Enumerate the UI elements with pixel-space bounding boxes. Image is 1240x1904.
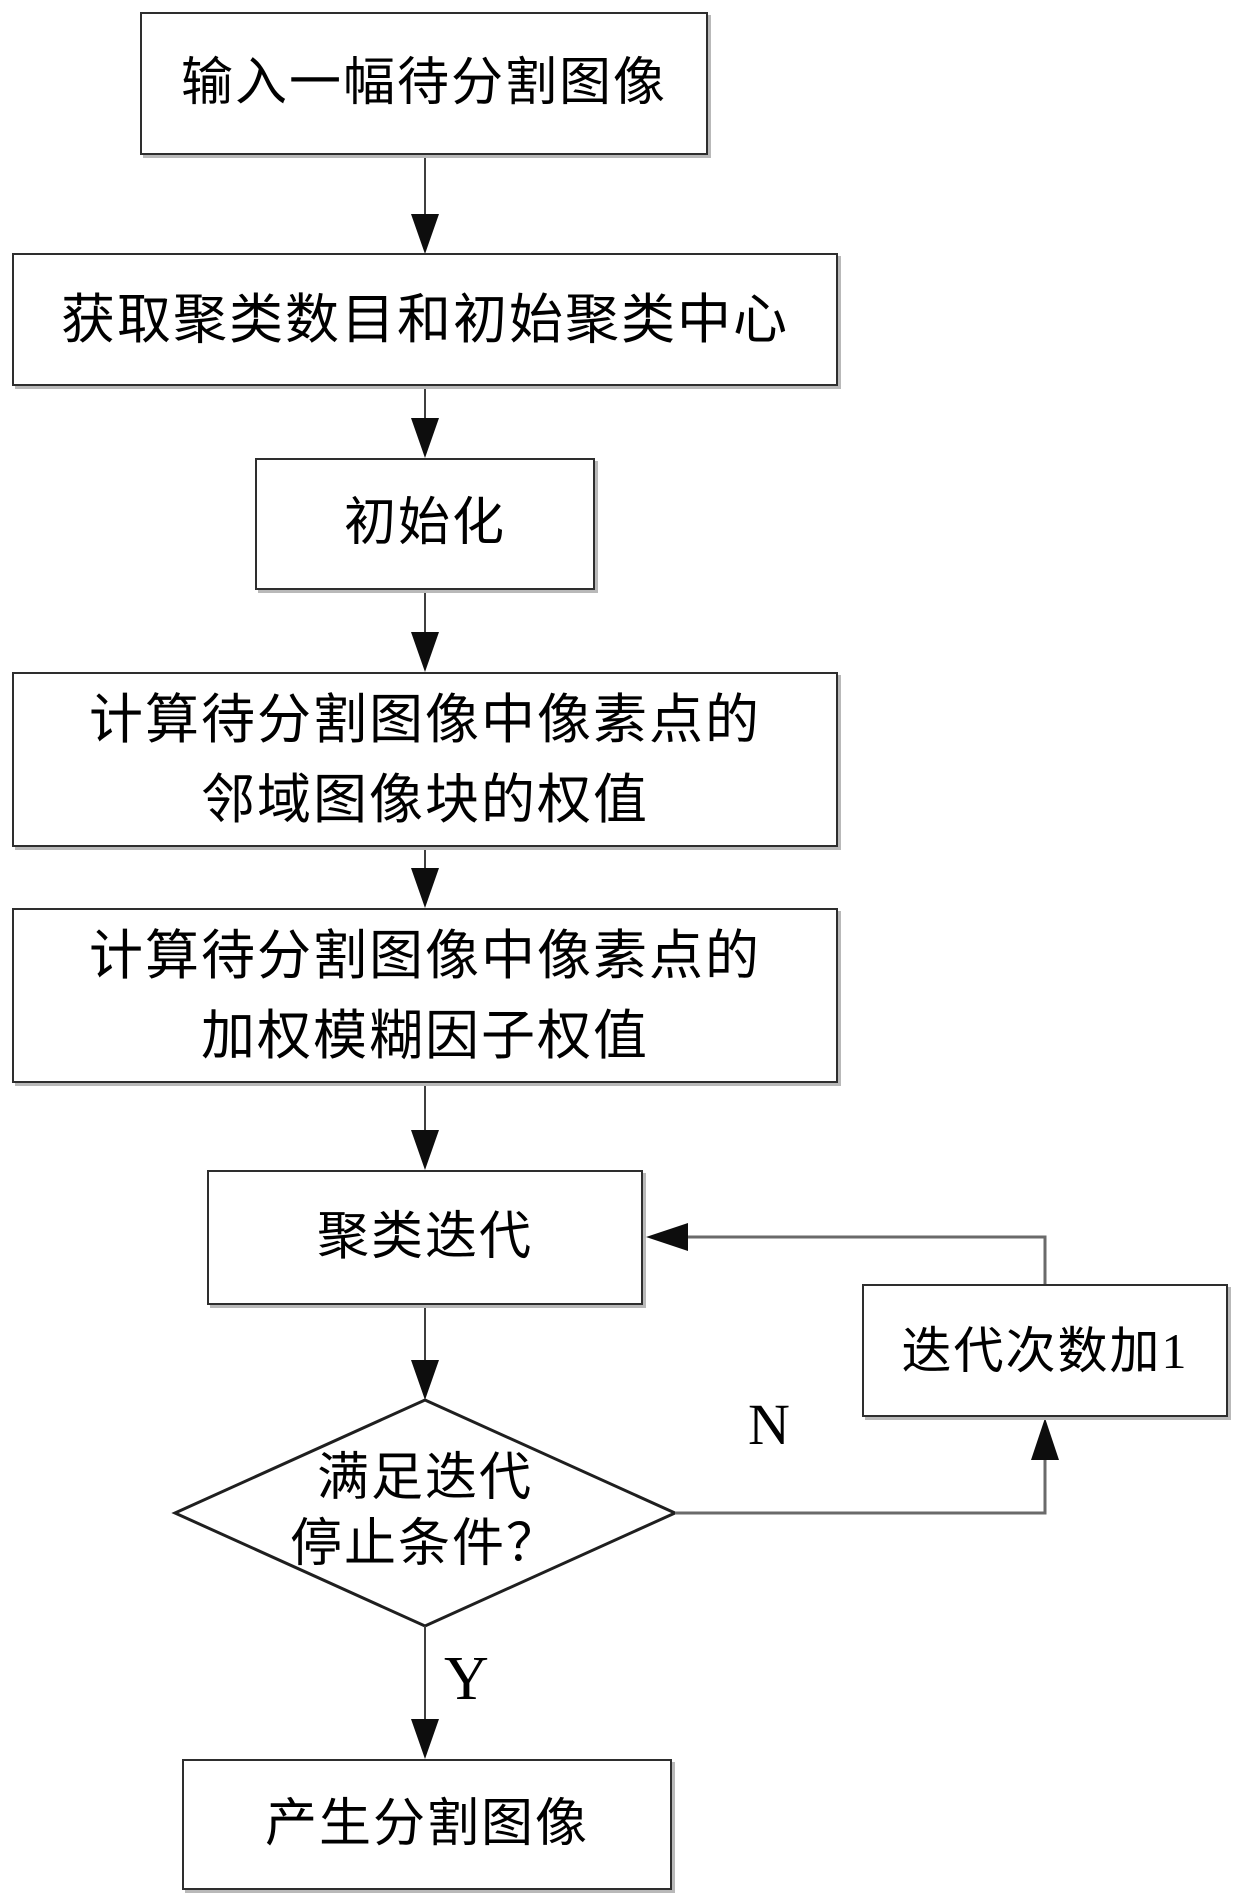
arrowhead-down-icon [411, 418, 439, 458]
arrowhead-down-icon [411, 214, 439, 254]
arrow-input-to-acquire [411, 155, 439, 254]
arrow-fuzzy-to-cluster [411, 1083, 439, 1170]
arrowhead-left-icon [646, 1223, 688, 1251]
arrowhead-down-icon [411, 632, 439, 672]
node-acquire-clusters-label: 获取聚类数目和初始聚类中心 [61, 289, 789, 350]
node-patch-weight-line2: 邻域图像块的权值 [201, 769, 649, 830]
node-output-image-label: 产生分割图像 [264, 1795, 589, 1853]
arrowhead-down-icon [411, 1360, 439, 1400]
arrow-patch-to-fuzzy [411, 847, 439, 908]
arrowhead-up-icon [1031, 1418, 1059, 1460]
node-decision-line1: 满足迭代 [316, 1450, 533, 1507]
node-decision-label: 满足迭代 停止条件？ [225, 1446, 625, 1578]
node-output-image: 产生分割图像 [182, 1759, 672, 1890]
node-fuzzy-factor-weight-line2: 加权模糊因子权值 [201, 1005, 649, 1066]
arrow-init-to-patch-weight [411, 590, 439, 672]
feedback-path [646, 1223, 1047, 1284]
node-decision-line2: 停止条件？ [289, 1516, 560, 1573]
node-acquire-clusters: 获取聚类数目和初始聚类中心 [12, 253, 838, 386]
arrowhead-down-icon [411, 868, 439, 908]
node-fuzzy-factor-weight-line1: 计算待分割图像中像素点的 [89, 925, 761, 986]
arrow-cluster-to-decision [411, 1305, 439, 1400]
node-cluster-iteration-label: 聚类迭代 [316, 1208, 533, 1266]
edge-label-yes: Y [444, 1645, 489, 1713]
node-initialize-label: 初始化 [343, 495, 506, 552]
node-cluster-iteration: 聚类迭代 [207, 1170, 643, 1305]
node-increment-iteration-label: 迭代次数加1 [901, 1322, 1189, 1379]
arrow-acquire-to-init [411, 386, 439, 458]
node-initialize: 初始化 [255, 458, 595, 590]
node-patch-weight: 计算待分割图像中像素点的 邻域图像块的权值 [12, 672, 838, 847]
node-increment-iteration: 迭代次数加1 [862, 1284, 1228, 1417]
node-patch-weight-line1: 计算待分割图像中像素点的 [89, 689, 761, 750]
no-path [675, 1418, 1059, 1515]
arrowhead-down-icon [411, 1719, 439, 1759]
yes-path [411, 1626, 439, 1759]
node-fuzzy-factor-weight: 计算待分割图像中像素点的 加权模糊因子权值 [12, 908, 838, 1083]
node-input-image: 输入一幅待分割图像 [140, 12, 708, 155]
node-input-image-label: 输入一幅待分割图像 [180, 54, 667, 112]
edge-label-no: N [748, 1392, 790, 1457]
arrowhead-down-icon [411, 1130, 439, 1170]
